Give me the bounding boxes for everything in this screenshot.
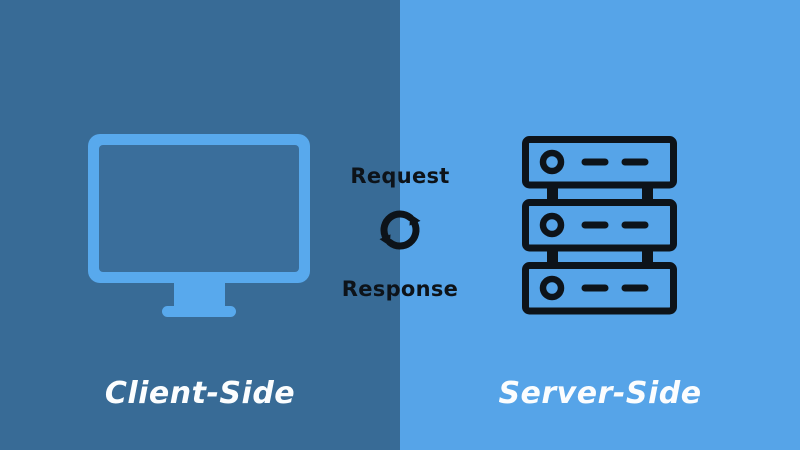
client-side-title: Client-Side (104, 376, 296, 411)
server-stack-icon (522, 136, 677, 315)
server-side-title: Server-Side (498, 376, 702, 411)
sync-arrows-icon (379, 210, 421, 250)
monitor-icon (88, 134, 310, 317)
response-label: Response (341, 277, 459, 301)
request-label: Request (350, 164, 450, 188)
